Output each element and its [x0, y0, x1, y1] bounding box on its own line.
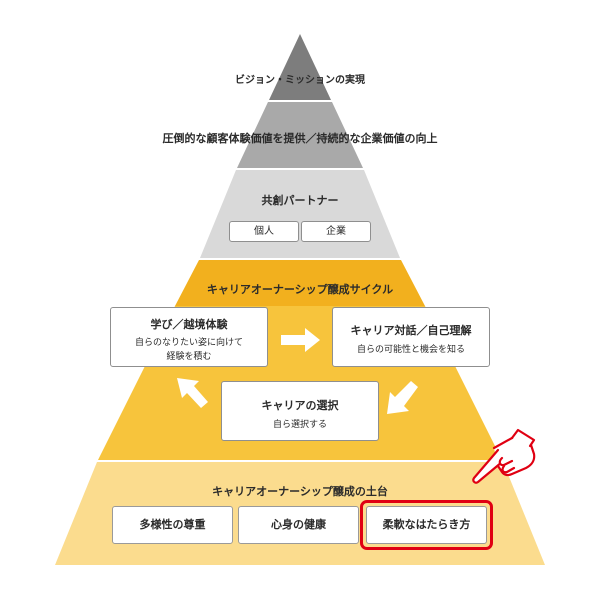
dialog-sub: 自らの可能性と機会を知る [356, 345, 465, 355]
learning-box: 学び／越境体験 自らのなりたい姿に向けて 経験を積む [110, 307, 268, 367]
tier-customer-value [237, 102, 363, 168]
learning-title: 学び／越境体験 [150, 318, 228, 331]
vision-label: ビジョン・ミッションの実現 [235, 75, 365, 86]
foundation-diversity-box: 多様性の尊重 [112, 506, 233, 544]
choice-sub: 自ら選択する [272, 420, 327, 430]
partner-individual-pill: 個人 [229, 221, 299, 242]
choice-box: キャリアの選択 自ら選択する [221, 381, 379, 441]
highlight-frame [360, 500, 493, 550]
arrow-up-left-icon [177, 378, 208, 408]
partner-company-pill: 企業 [301, 221, 371, 242]
learning-sub-1: 自らのなりたい姿に向けて [134, 338, 243, 348]
cocreation-partner-label: 共創パートナー [261, 194, 339, 207]
tier-career-cycle-top [175, 260, 425, 306]
tier-vision [269, 34, 331, 100]
foundation-flexible-work-box[interactable]: 柔軟なはたらき方 [366, 506, 487, 544]
foundation-health-box: 心身の健康 [238, 506, 359, 544]
career-cycle-label: キャリアオーナーシップ醸成サイクル [206, 283, 394, 296]
choice-title: キャリアの選択 [261, 399, 339, 412]
pointing-hand-icon [472, 428, 536, 484]
foundation-label: キャリアオーナーシップ醸成の土台 [212, 485, 388, 498]
tier-cocreation-partner [200, 170, 400, 258]
learning-sub-2: 経験を積む [166, 352, 212, 362]
arrow-down-left-icon [387, 381, 418, 414]
dialog-box: キャリア対話／自己理解 自らの可能性と機会を知る [332, 307, 490, 367]
dialog-title: キャリア対話／自己理解 [350, 324, 472, 337]
customer-value-label: 圧倒的な顧客体験価値を提供／持続的な企業価値の向上 [162, 132, 438, 145]
arrow-right-icon [281, 328, 320, 352]
